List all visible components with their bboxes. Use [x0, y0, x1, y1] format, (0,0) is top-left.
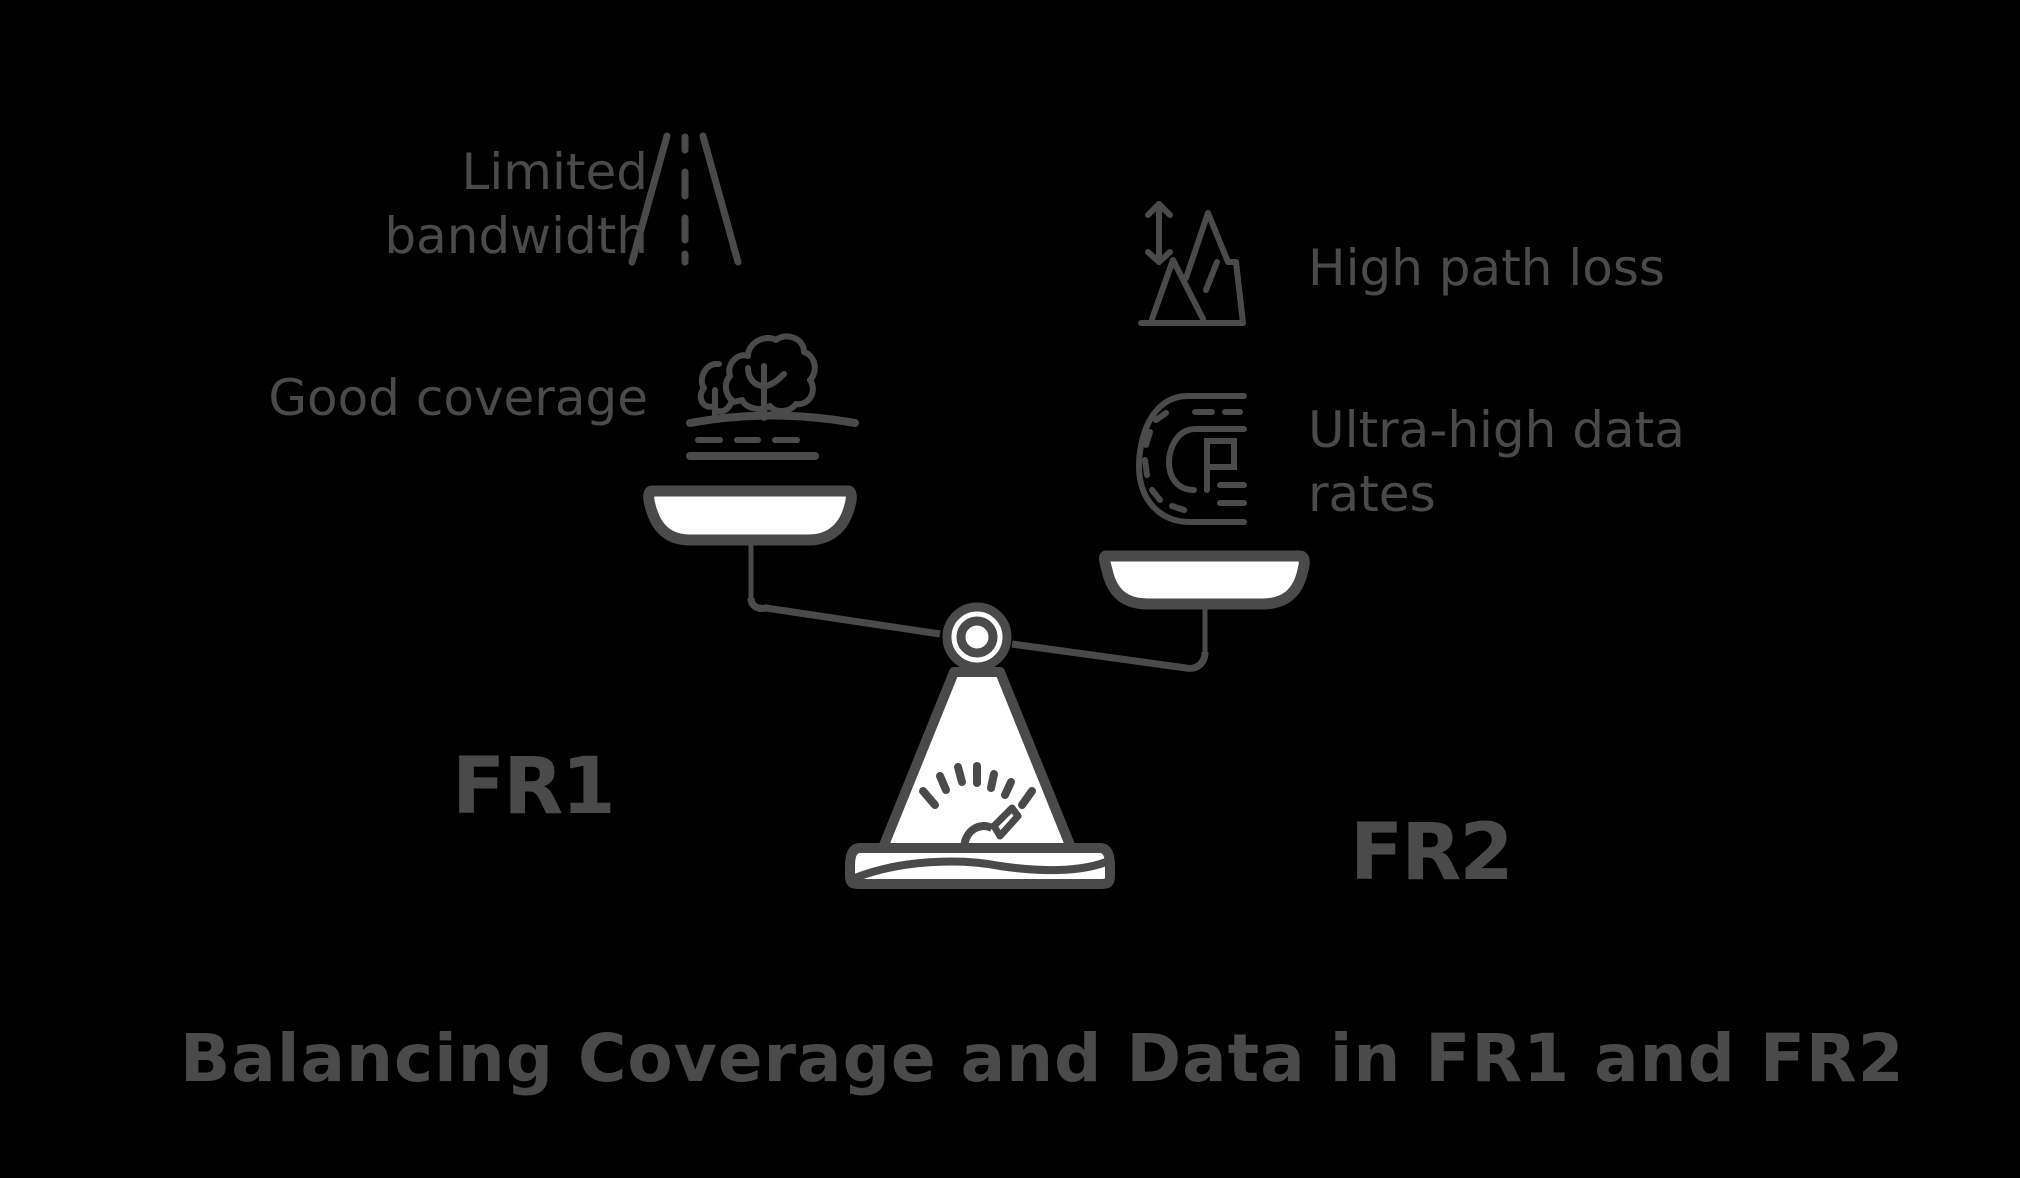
high-path-loss-label: High path loss	[1308, 236, 1665, 300]
good-coverage-label: Good coverage	[268, 366, 648, 430]
label-line: Limited	[461, 143, 648, 201]
label-line: rates	[1308, 465, 1436, 523]
ultra-high-data-rates-label: Ultra-high data rates	[1308, 398, 1685, 526]
limited-bandwidth-label: Limited bandwidth	[384, 140, 648, 268]
label-line: Good coverage	[268, 369, 648, 427]
balance-scale-icon	[643, 485, 1310, 889]
label-line: Ultra-high data	[1308, 401, 1685, 459]
racetrack-icon	[1135, 393, 1247, 525]
trees-landscape-icon	[686, 333, 859, 460]
label-line: High path loss	[1308, 239, 1665, 297]
diagram-title: Balancing Coverage and Data in FR1 and F…	[180, 1020, 1905, 1097]
road-icon	[628, 132, 742, 266]
fr2-label: FR2	[1350, 808, 1514, 898]
mountains-height-icon	[1138, 201, 1246, 326]
fr1-label: FR1	[452, 742, 616, 832]
label-line: bandwidth	[384, 207, 648, 265]
